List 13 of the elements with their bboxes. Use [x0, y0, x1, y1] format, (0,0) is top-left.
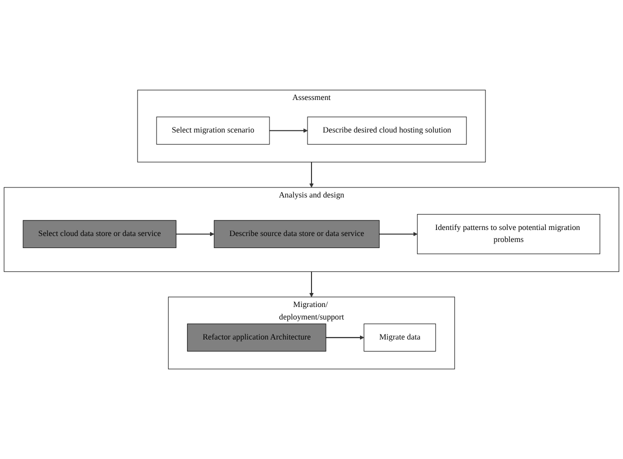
arrow [269, 128, 308, 133]
node-box: Select migration scenario [156, 116, 270, 145]
node-box: Refactor application Architecture [187, 324, 326, 352]
node-box: Describe source data store or data service [214, 220, 380, 248]
arrow [309, 162, 314, 188]
arrow [379, 232, 418, 236]
node-box: Describe desired cloud hosting solution [307, 116, 467, 145]
node-box: Identify patterns to solve potential migration problems [417, 214, 600, 254]
arrow [176, 232, 214, 236]
arrow [309, 272, 314, 298]
node-box: Select cloud data store or data service [22, 220, 176, 248]
node-box: Migrate data [364, 324, 436, 352]
arrow [326, 335, 364, 340]
